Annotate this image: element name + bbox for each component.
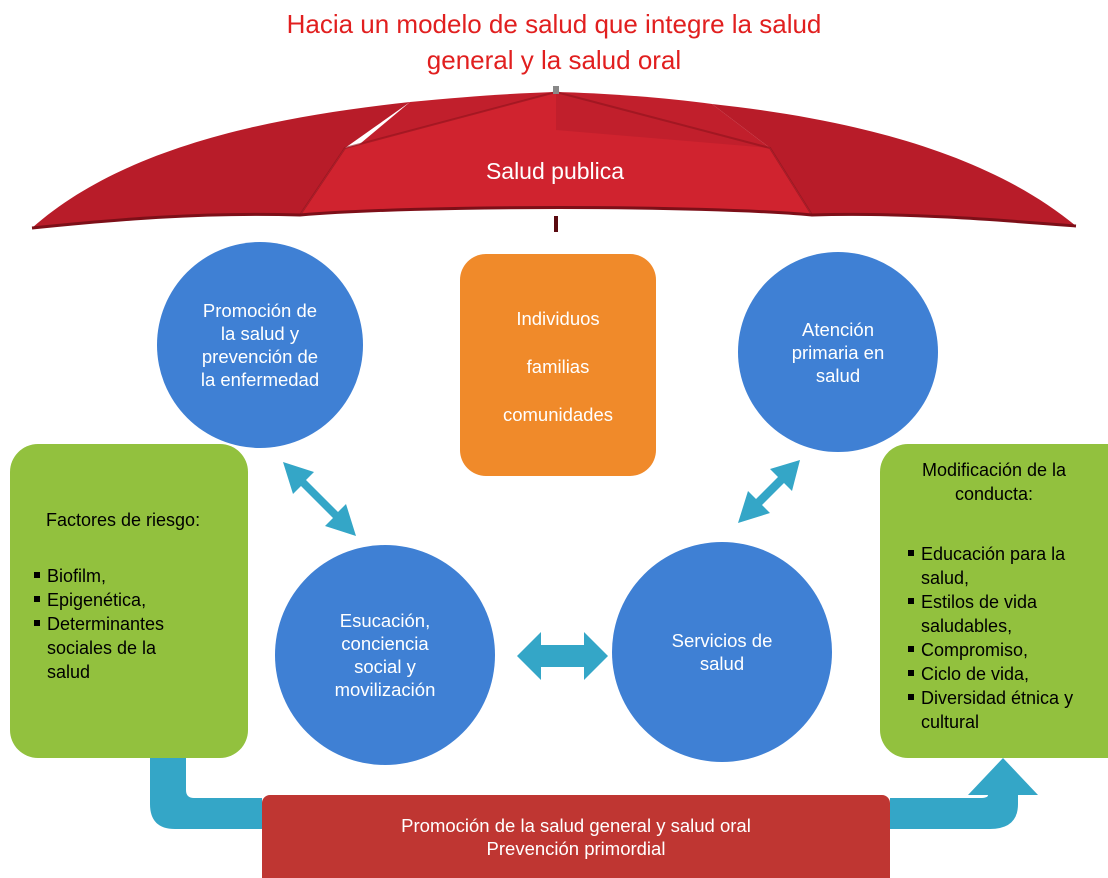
bullet-icon — [34, 620, 40, 626]
double-arrow-left — [283, 462, 356, 536]
title-line-2: general y la salud oral — [426, 45, 682, 75]
circle-educacion-line: movilización — [334, 679, 436, 700]
heading-line: Modificación de la — [921, 460, 1067, 480]
bullet-icon — [34, 572, 40, 578]
circle-educacion-line: conciencia — [341, 633, 429, 654]
circle-atencion-line: Atención — [801, 318, 874, 340]
bottom-bar-line-2: Prevención primordial — [486, 838, 666, 859]
bullet-icon — [908, 598, 914, 604]
title-line-1: Hacia un modelo de salud que integre la … — [286, 9, 822, 39]
umbrella-label: Salud publica — [485, 158, 625, 184]
umbrella-canopy — [31, 86, 1077, 232]
circle-atencion-line: salud — [815, 364, 861, 386]
circle-promocion-line: la enfermedad — [200, 369, 320, 390]
list-item: Estilos de vida saludables, — [908, 590, 1096, 638]
behavior-change-list: Educación para la salud, Estilos de vida… — [908, 542, 1103, 734]
behavior-change-heading: Modificación de la conducta: — [880, 458, 1108, 506]
heading-line: conducta: — [954, 484, 1034, 504]
circle-educacion: Esucación, conciencia social y movilizac… — [275, 545, 495, 765]
bullet-icon — [34, 596, 40, 602]
risk-factors-list: Biofilm, Epigenética, Determinantes soci… — [34, 564, 234, 684]
circle-atencion-line: primaria en — [791, 341, 885, 363]
bullet-icon — [908, 646, 914, 652]
center-box-line: Individuos — [516, 308, 600, 329]
circle-servicios: Servicios de salud — [612, 542, 832, 762]
risk-factors-heading: Factores de riesgo: — [46, 510, 201, 530]
bottom-bar-line-1: Promoción de la salud general y salud or… — [401, 815, 751, 836]
circle-promocion-line: Promoción de — [202, 300, 318, 321]
circle-promocion: Promoción de la salud y prevención de la… — [157, 242, 363, 448]
diagram-title: Hacia un modelo de salud que integre la … — [0, 6, 1108, 78]
list-item: Epigenética, — [34, 588, 234, 612]
circle-servicios-line: salud — [699, 653, 745, 674]
center-box-line: comunidades — [502, 404, 614, 425]
circle-educacion-line: Esucación, — [339, 610, 431, 631]
curved-arrow-right — [890, 758, 1038, 829]
list-item: Compromiso, — [908, 638, 1103, 662]
bullet-icon — [908, 670, 914, 676]
bottom-bar: Promoción de la salud general y salud or… — [262, 795, 890, 878]
list-item: Ciclo de vida, — [908, 662, 1103, 686]
circle-promocion-line: prevención de — [201, 346, 319, 367]
list-item: Determinantes sociales de la salud — [34, 612, 197, 684]
circle-atencion: Atención primaria en salud — [738, 252, 938, 452]
circle-promocion-line: la salud y — [220, 323, 300, 344]
center-box: Individuos familias comunidades — [460, 254, 656, 476]
list-item: Biofilm, — [34, 564, 234, 588]
center-box-line: familias — [526, 356, 590, 377]
behavior-change-box: Modificación de la conducta: Educación p… — [880, 444, 1108, 758]
circle-educacion-line: social y — [354, 656, 416, 677]
list-item: Educación para la salud, — [908, 542, 1071, 590]
list-item: Diversidad étnica y cultural — [908, 686, 1081, 734]
circle-servicios-line: Servicios de — [671, 630, 773, 651]
risk-factors-box: Factores de riesgo: Biofilm, Epigenética… — [10, 444, 248, 758]
double-arrow-right — [738, 460, 800, 523]
bullet-icon — [908, 694, 914, 700]
double-arrow-horizontal — [517, 632, 608, 680]
bullet-icon — [908, 550, 914, 556]
